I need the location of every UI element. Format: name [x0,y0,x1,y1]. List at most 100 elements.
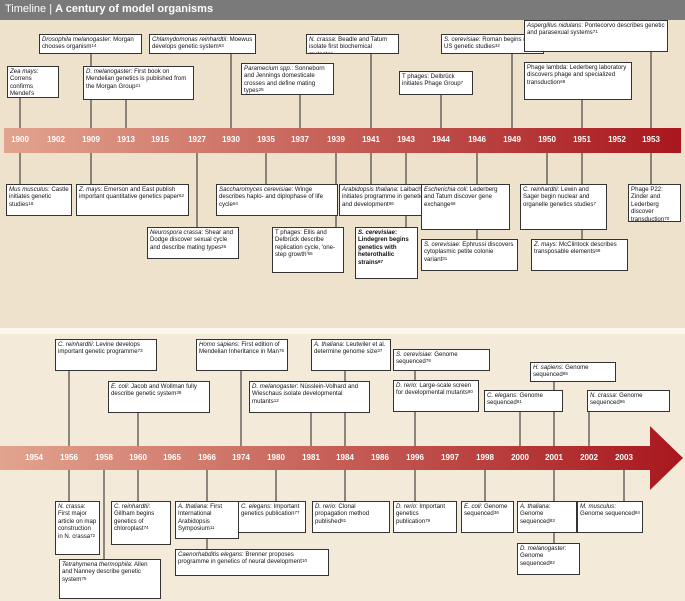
bottom-year-1996: 1996 [406,453,424,462]
reference-number: 86 [619,399,625,405]
organism-name: A. thaliana [178,503,207,510]
top-event-box: Aspergillus nidulans: Pontecorvo describ… [524,20,668,52]
organism-name: Arabidopsis thaliana [342,186,397,193]
organism-name: D. melanogaster [86,68,131,75]
bottom-year-1997: 1997 [441,453,459,462]
reference-number: 69 [560,78,566,84]
organism-name: H. sapiens [533,364,562,371]
reference-number: 79 [425,517,431,523]
event-text: Phage lambda: Lederberg laboratory disco… [527,64,627,86]
bottom-year-1954: 1954 [25,453,43,462]
organism-name: C. elegans [487,392,517,399]
top-event-box: D. melanogaster: First book on Mendelian… [83,66,194,100]
bottom-event-box: N. crassa: First major article on map co… [55,501,100,555]
event-text: : Genome sequenced [533,364,589,379]
bottom-event-box: S. cerevisiae: Genome sequenced78 [393,349,490,371]
organism-name: N. crassa [58,503,84,510]
reference-number: 14 [91,43,97,49]
top-timeline-bar [4,128,681,153]
top-event-box: Mus musculus: Castle initiates genetic s… [6,184,72,216]
bottom-event-box: A. thaliana: Genome sequenced83 [517,501,577,533]
event-text: : First major article on map constructio… [58,503,97,540]
event-text: : Genome sequenced [520,545,567,567]
bottom-year-2003: 2003 [615,453,633,462]
organism-name: A. thaliana [314,341,343,348]
organism-name: Escherichia coli [424,186,467,193]
bottom-timeline-arrow [0,426,683,490]
top-event-box: Z. mays: Emerson and East publish import… [76,184,189,216]
top-year-1950: 1950 [538,135,556,144]
top-event-box: Phage lambda: Lederberg laboratory disco… [524,62,632,100]
event-text: : First edition of Mendelian Inheritance… [199,341,280,356]
top-year-1930: 1930 [222,135,240,144]
event-text: : Winge describes haplo- and diplophase … [219,186,324,208]
event-text: T phages: Ellis and Delbrück describe re… [275,229,336,259]
top-event-box: Phage P22: Zinder and Lederberg discover… [628,184,681,222]
bottom-event-box: D. rerio: Clonal propagation method publ… [312,501,390,533]
top-year-1943: 1943 [397,135,415,144]
organism-name: D. melanogaster [252,383,297,390]
reference-number: 31 [442,255,448,261]
top-event-box: C. reinhardtii: Lewin and Sager begin nu… [520,184,607,230]
bottom-event-box: A. thaliana: Leutwiler et al. determine … [311,339,391,371]
event-text: : Genome sequenced [590,392,643,407]
organism-name: N. crassa [590,392,616,399]
bottom-event-box: D. rerio: Large-scale screen for develop… [393,380,479,412]
reference-number: 65 [307,251,313,257]
top-year-1949: 1949 [503,135,521,144]
reference-number: 63 [218,43,224,49]
event-text: : Genome sequenced [464,503,508,518]
event-text: : Large-scale screen for developmental m… [396,382,472,397]
reference-number: 83 [549,517,555,523]
title-label: Timeline [5,3,47,15]
bottom-year-2000: 2000 [511,453,529,462]
event-text: : First International Arabidopsis Sympos… [178,503,223,533]
top-event-box: Neurospora crassa: Shear and Dodge disco… [147,227,239,259]
event-text: : Important genetics publication [396,503,446,525]
organism-name: C. elegans [241,503,271,510]
bottom-year-1980: 1980 [267,453,285,462]
bottom-event-box: D. melanogaster: Nüsslein-Volhard and Wi… [249,381,370,413]
bottom-event-box: Tetrahymena thermophila: Allen and Nanne… [59,559,161,599]
reference-number: 37 [377,348,383,354]
reference-number: 36 [493,510,499,516]
header-bar: Timeline | A century of model organisms [0,0,685,20]
reference-number: 25 [258,87,264,93]
event-text: : Shear and Dodge discover sexual cycle … [150,229,233,251]
top-event-box: Escherichia coli: Lederberg and Tatum di… [421,184,510,230]
bottom-year-1984: 1984 [336,453,354,462]
figure-title: Timeline | A century of model organisms [5,3,213,15]
top-year-1941: 1941 [362,135,380,144]
event-text: : Laibach initiates programme in genetic… [342,186,427,208]
reference-number: 26 [221,243,227,249]
event-text: : Beadle and Tatum isolate first biochem… [309,36,388,53]
bottom-event-box: C. elegans: Important genetics publicati… [238,501,306,533]
bottom-year-1958: 1958 [95,453,113,462]
reference-number: 21 [135,82,141,88]
event-text: Phage P22: Zinder and Lederberg discover… [631,186,665,222]
event-text: : Important genetics publication [241,503,300,518]
reference-number: 84 [634,510,640,516]
event-text: : Sonneborn and Jennings domesticate cro… [244,65,325,95]
bottom-year-1966: 1966 [198,453,216,462]
organism-name: C. reinhardtii [58,341,93,348]
organism-name: S. cerevisiae [396,351,431,358]
bottom-event-box: H. sapiens: Genome sequenced85 [530,362,616,382]
organism-name: D. rerio [315,503,335,510]
top-year-1946: 1946 [468,135,486,144]
event-text: : McClintock describes transposable elem… [534,241,617,256]
organism-name: Aspergillus nidulans [527,22,582,29]
organism-name: S. cerevisiae [358,229,395,236]
event-text: : First book on Mendelian genetics is pu… [86,68,187,90]
organism-name: Chlamydomonas reinhardtii [152,36,227,43]
event-text: : Levine develops important genetic prog… [58,341,140,356]
organism-name: C. reinhardtii [523,186,558,193]
reference-number: 72 [90,532,96,538]
event-text: : Ephrussi discovers cytoplasmic petite … [424,241,514,263]
bottom-event-box: D. melanogaster: Genome sequenced82 [517,543,580,575]
event-text: : Roman begins major US genetic studies [444,36,539,51]
reference-number: 66 [388,200,394,206]
top-event-box: Chlamydomonas reinhardtii: Moewus develo… [149,34,256,54]
event-text: : Genome sequenced [396,351,458,366]
